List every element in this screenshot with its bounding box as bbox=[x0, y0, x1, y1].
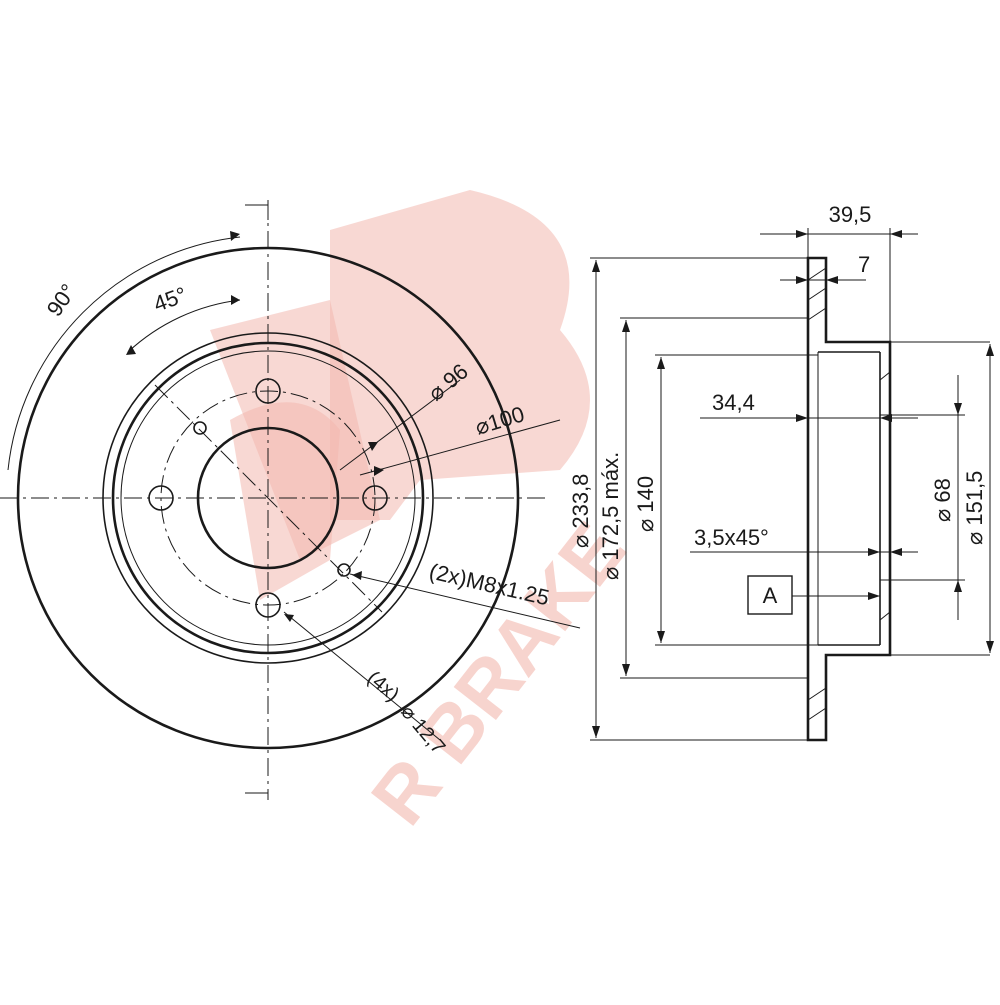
dia-68-label: ⌀ 68 bbox=[930, 478, 955, 522]
dim-34-4-label: 34,4 bbox=[712, 390, 755, 415]
arrowhead bbox=[284, 614, 294, 622]
arrowhead bbox=[352, 571, 362, 580]
dia-151-5-label: ⌀ 151,5 bbox=[962, 471, 987, 545]
arrowhead bbox=[230, 231, 240, 241]
chamfer-label: 3,5x45° bbox=[694, 525, 769, 550]
dim-39-5-label: 39,5 bbox=[829, 202, 872, 227]
angle-45-label: 45° bbox=[150, 282, 190, 317]
holes-count-label: (4x) bbox=[363, 667, 404, 706]
section-hatch bbox=[807, 267, 891, 721]
angle-45-arc bbox=[127, 299, 241, 353]
dia-233-8-label: ⌀ 233,8 bbox=[568, 474, 593, 548]
hat-outer bbox=[111, 341, 425, 655]
dia-140-label: ⌀ 140 bbox=[633, 476, 658, 532]
arrowhead bbox=[231, 295, 240, 305]
leader-holes bbox=[283, 611, 441, 741]
side-view: A 39,5 7 34,4 3,5x45° ⌀ 233,8 ⌀ 172,5 má… bbox=[568, 202, 994, 742]
diagonal-centerline bbox=[154, 384, 383, 613]
disc-profile-outline bbox=[806, 256, 892, 742]
arrowhead bbox=[368, 442, 378, 451]
dim-7-label: 7 bbox=[858, 252, 870, 277]
arrowhead bbox=[126, 345, 136, 355]
arrowhead bbox=[374, 466, 384, 476]
thread-hole bbox=[337, 563, 351, 577]
datum-label: A bbox=[763, 583, 778, 608]
thread-hole bbox=[193, 421, 207, 435]
watermark-logo bbox=[210, 190, 590, 600]
leader-dia-100 bbox=[359, 419, 561, 476]
angle-90-arc bbox=[7, 236, 241, 471]
dia-172-5-label: ⌀ 172,5 máx. bbox=[598, 452, 623, 580]
angle-90-label: 90° bbox=[42, 279, 82, 321]
datum-box bbox=[747, 575, 793, 615]
leader-thread bbox=[349, 573, 581, 629]
leader-dia-96 bbox=[339, 379, 461, 471]
